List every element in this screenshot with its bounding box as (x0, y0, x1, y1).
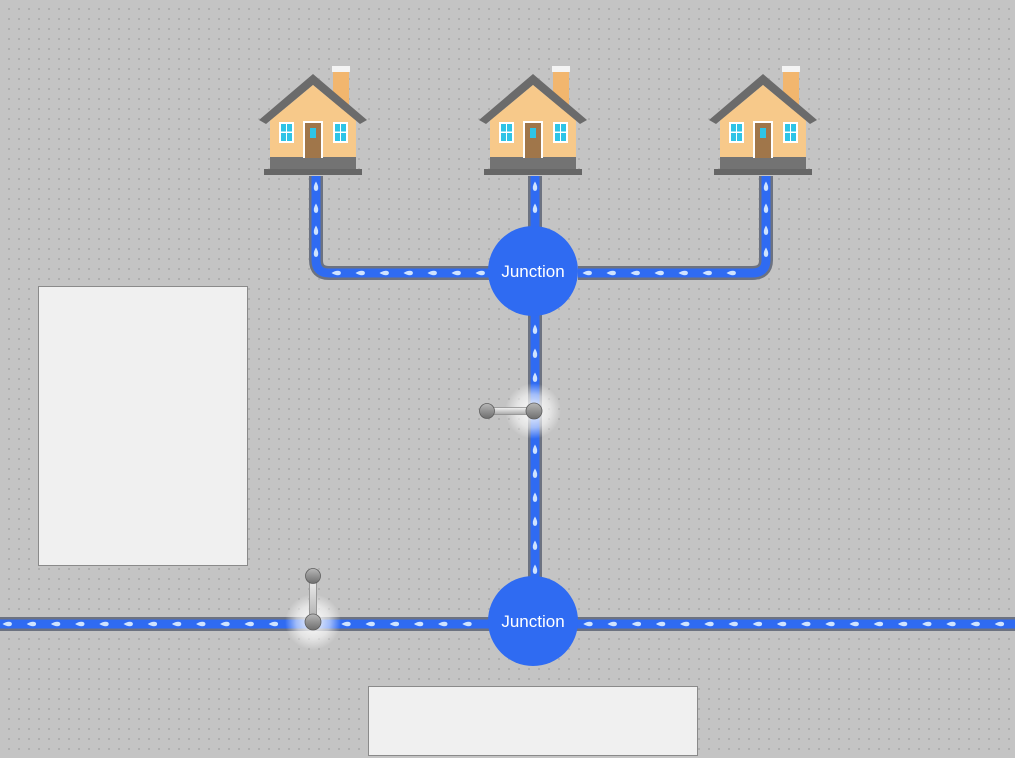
water-drop (365, 621, 375, 627)
water-drop (475, 270, 485, 276)
water-drop (313, 225, 319, 235)
water-drop (583, 621, 593, 627)
water-drop (873, 621, 884, 627)
water-drop (427, 270, 437, 276)
water-drop (532, 324, 538, 334)
water-drop (313, 203, 319, 213)
water-drop (678, 270, 688, 276)
water-drop (532, 492, 538, 502)
water-drop (451, 270, 461, 276)
house-icon (259, 66, 367, 175)
valve-upper-knob-end[interactable] (479, 403, 495, 419)
water-drop (313, 181, 319, 191)
junction-lower[interactable]: Junction (488, 576, 578, 666)
water-drop (389, 621, 400, 627)
water-drop (532, 203, 538, 213)
water-drop (763, 203, 769, 213)
water-drop (704, 621, 714, 627)
branch-right-pipe (578, 176, 771, 278)
water-drop (331, 270, 341, 276)
water-drop (631, 621, 642, 627)
water-drop (2, 621, 12, 627)
water-drop (726, 270, 736, 276)
house-icon (709, 66, 817, 175)
water-drop (702, 270, 712, 276)
water-drop (171, 621, 182, 627)
water-drop (776, 621, 787, 627)
valve-upper-knob-pivot[interactable] (525, 402, 543, 420)
valve-lower-knob-end[interactable] (305, 568, 321, 584)
water-drop (403, 270, 413, 276)
water-drop (313, 247, 319, 257)
water-drop (341, 621, 351, 627)
water-drop (532, 540, 538, 550)
water-drop (582, 270, 592, 276)
water-drop (897, 621, 908, 627)
water-drop (994, 621, 1005, 627)
water-drop (680, 621, 690, 627)
water-drop (99, 621, 109, 627)
branch-right-pipe-casing (578, 176, 773, 280)
water-drop (532, 348, 538, 358)
water-drop (728, 621, 738, 627)
water-drop (763, 181, 769, 191)
water-drop (196, 621, 206, 627)
junction-upper-node[interactable] (488, 226, 578, 316)
water-drop (630, 270, 640, 276)
branch-left-pipe-casing (309, 176, 490, 280)
water-drop (763, 225, 769, 235)
branch-left-pipe (311, 176, 490, 278)
water-drop (462, 621, 472, 627)
water-drop (532, 516, 538, 526)
water-drop (825, 621, 835, 627)
junction-lower-node[interactable] (488, 576, 578, 666)
water-drop (268, 621, 279, 627)
water-drop (220, 621, 230, 627)
water-drop (654, 270, 664, 276)
house-icon (479, 66, 587, 175)
water-drop (532, 372, 538, 382)
water-drop (606, 270, 616, 276)
water-drop (355, 270, 365, 276)
houses (259, 66, 817, 175)
water-drop (763, 247, 769, 257)
empty-panel-left (38, 286, 248, 566)
water-drop (123, 621, 133, 627)
water-drop (532, 181, 538, 191)
water-drop (438, 621, 448, 627)
junction-lower-label: Junction (501, 612, 564, 631)
valve-upper[interactable] (479, 383, 562, 439)
water-drop (532, 564, 538, 574)
water-drop (922, 621, 932, 627)
water-drop (970, 621, 980, 627)
water-drop (801, 621, 811, 627)
water-drop (26, 621, 37, 627)
water-drop (532, 444, 538, 454)
water-drop (75, 621, 85, 627)
water-drop (147, 621, 158, 627)
water-drop (946, 621, 956, 627)
water-drop (532, 468, 538, 478)
valve-lower-knob-pivot[interactable] (304, 613, 322, 631)
water-drop (752, 621, 763, 627)
water-drop (655, 621, 666, 627)
junction-upper-label: Junction (501, 262, 564, 281)
water-drop (50, 621, 61, 627)
water-drop (413, 621, 424, 627)
water-drop (379, 270, 389, 276)
valve-lower[interactable] (285, 568, 341, 651)
junction-upper[interactable]: Junction (488, 226, 578, 316)
empty-panel-bottom (368, 686, 698, 756)
water-flow-drops (2, 181, 1005, 627)
water-drop (607, 621, 617, 627)
water-drop (244, 621, 254, 627)
water-drop (849, 621, 859, 627)
